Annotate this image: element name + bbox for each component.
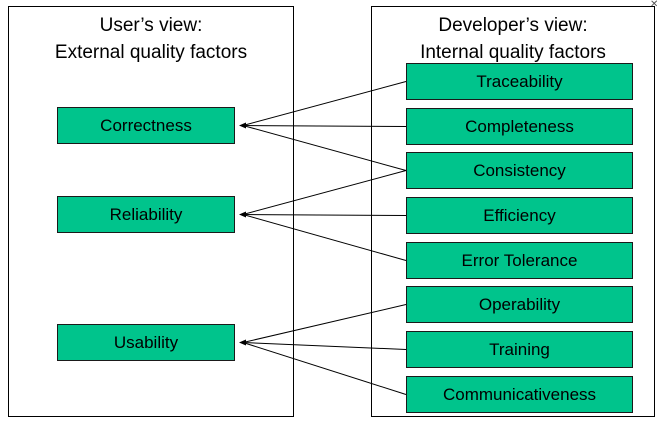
internal-factor-completeness: Completeness — [406, 108, 633, 145]
internal-factor-communicativeness: Communicativeness — [406, 376, 633, 413]
resize-handle-icon: ✕ — [650, 0, 659, 10]
external-factor-reliability: Reliability — [57, 196, 235, 233]
user-view-title: User’s view: — [99, 15, 203, 36]
internal-factor-training: Training — [406, 331, 633, 368]
internal-factor-efficiency: Efficiency — [406, 197, 633, 234]
internal-factors-title: Internal quality factors — [420, 42, 606, 63]
internal-factor-traceability: Traceability — [406, 63, 633, 100]
external-factor-usability: Usability — [57, 324, 235, 361]
external-factor-correctness: Correctness — [57, 107, 235, 144]
internal-factor-operability: Operability — [406, 286, 633, 323]
developer-view-title: Developer’s view: — [438, 15, 588, 36]
internal-factor-consistency: Consistency — [406, 152, 633, 189]
internal-factor-error-tolerance: Error Tolerance — [406, 242, 633, 279]
external-factors-title: External quality factors — [54, 42, 248, 63]
